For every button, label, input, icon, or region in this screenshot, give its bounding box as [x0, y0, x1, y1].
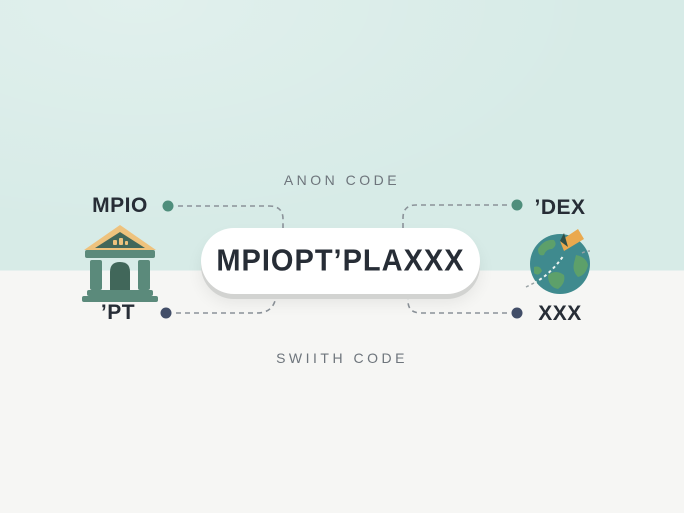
swift-code-text: MPIOPT’PLAXXX — [216, 243, 465, 278]
segment-label-branch-code: XXX — [538, 302, 582, 325]
caption-top: ANON CODE — [283, 172, 401, 188]
caption-bottom: SWIITH CODE — [276, 350, 408, 366]
bank-building-icon — [79, 223, 161, 303]
segment-label-location-code: ’DEX — [534, 196, 586, 219]
segment-label-country-code: ’PT — [100, 301, 136, 324]
connector-bottom-left — [176, 296, 278, 314]
globe-plane-icon — [524, 225, 594, 297]
swift-code-pill: MPIOPT’PLAXXX — [201, 228, 480, 294]
segment-label-bank-code: MPIO — [92, 194, 148, 217]
connector-top-left — [178, 205, 284, 229]
